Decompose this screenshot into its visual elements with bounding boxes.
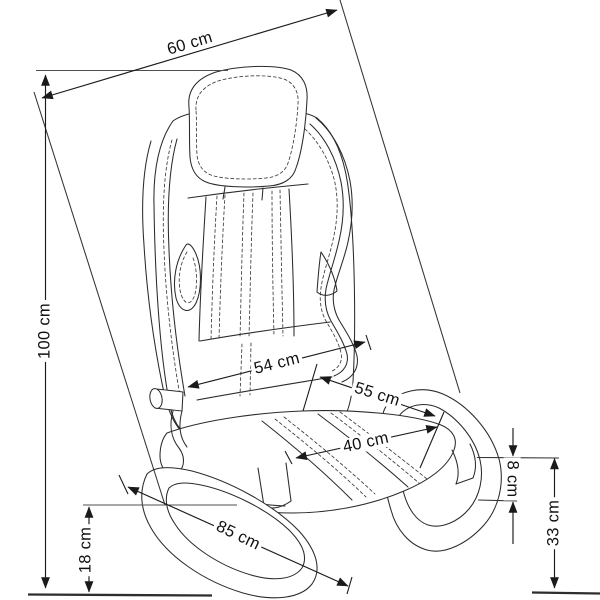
- dim-label-100cm: 100 cm: [35, 300, 54, 362]
- dim-label-33cm: 33 cm: [544, 496, 563, 550]
- dim-label-8cm: 8 cm: [503, 457, 522, 501]
- recline-lever: [149, 388, 188, 483]
- dim-label-18cm: 18 cm: [76, 523, 95, 577]
- dim-line-60cm: [41, 8, 338, 100]
